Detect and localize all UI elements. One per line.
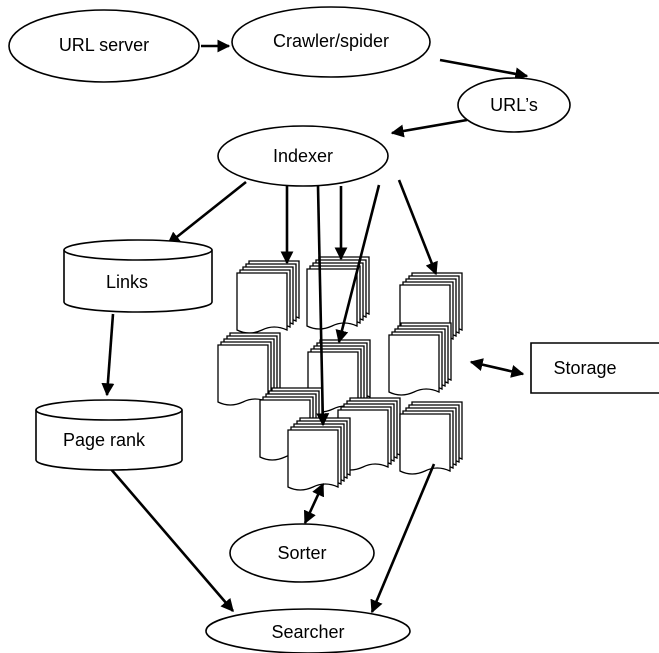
storage-label: Storage — [553, 358, 616, 378]
arrow-indexer-stack — [316, 185, 330, 427]
crawler-label: Crawler/spider — [273, 31, 389, 51]
crawler-node: Crawler/spider — [231, 6, 431, 78]
links-label: Links — [106, 272, 148, 292]
page-rank-label: Page rank — [63, 430, 146, 450]
arrow-crawler-urls — [439, 58, 529, 81]
url-server-label: URL server — [59, 35, 149, 55]
searcher-node: Searcher — [205, 608, 411, 653]
searcher-label: Searcher — [271, 622, 344, 642]
document-stack — [399, 401, 463, 475]
arrow-stack-sorter — [303, 482, 325, 525]
arrow-stack-storage — [469, 358, 525, 378]
arrow-pagerank-searcher — [109, 467, 234, 612]
url-server-node: URL server — [8, 9, 200, 83]
arrow-indexer-stack — [335, 184, 381, 344]
connectors — [101, 39, 529, 614]
links-node: Links — [63, 239, 213, 313]
document-stack — [306, 256, 370, 330]
document-stack — [388, 322, 452, 396]
document-stack — [236, 260, 300, 334]
storage-node: Storage — [530, 342, 659, 394]
document-stacks — [217, 256, 463, 491]
indexer-node: Indexer — [217, 125, 389, 187]
arrow-indexer-stack — [397, 179, 438, 276]
sorter-label: Sorter — [277, 543, 326, 563]
sorter-node: Sorter — [229, 523, 375, 583]
page-rank-node: Page rank — [35, 399, 183, 471]
urls-node: URL’s — [457, 77, 571, 133]
arrow-urls-indexer — [390, 118, 468, 138]
indexer-label: Indexer — [273, 146, 333, 166]
arrow-stack-searcher — [370, 463, 436, 614]
urls-label: URL’s — [490, 95, 538, 115]
arrow-indexer-links — [166, 180, 247, 246]
arrow-links-pagerank — [101, 313, 115, 397]
document-stack — [287, 417, 351, 491]
